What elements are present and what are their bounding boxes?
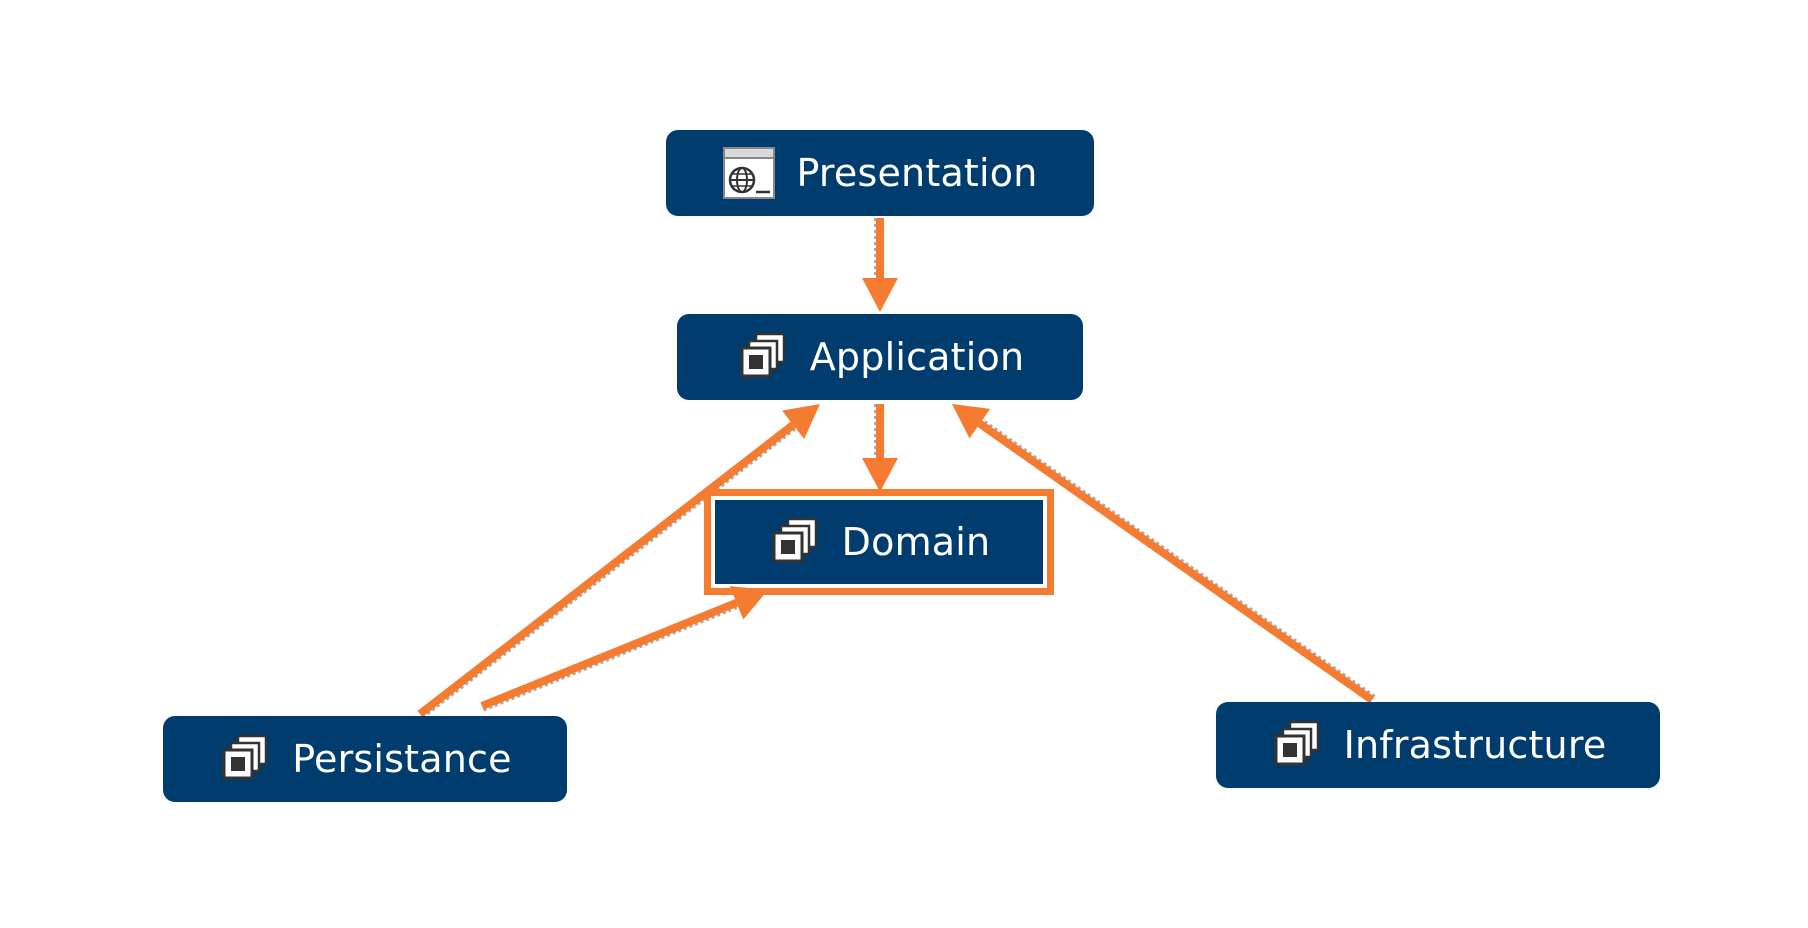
- infrastructure-node[interactable]: Infrastructure: [1216, 702, 1660, 788]
- persistance-label: Persistance: [292, 737, 512, 781]
- application-label: Application: [809, 335, 1025, 379]
- edge-arrowhead: [782, 404, 820, 440]
- edge-shaft: [480, 599, 738, 710]
- layers-icon: [768, 515, 822, 569]
- edge-arrowhead: [729, 586, 768, 620]
- domain-label: Domain: [841, 520, 991, 564]
- edge-persistance-to-domain[interactable]: [480, 586, 768, 712]
- edge-shadow-line: [482, 604, 739, 712]
- edge-presentation-to-application[interactable]: [862, 218, 898, 312]
- layers-icon: [218, 732, 272, 786]
- presentation-label: Presentation: [796, 151, 1038, 195]
- edge-application-to-domain[interactable]: [862, 404, 898, 492]
- persistance-node[interactable]: Persistance: [163, 716, 567, 802]
- edge-arrowhead: [862, 458, 898, 492]
- presentation-node[interactable]: Presentation: [666, 130, 1094, 216]
- infrastructure-label: Infrastructure: [1343, 723, 1607, 767]
- layers-icon: [1270, 718, 1324, 772]
- application-node[interactable]: Application: [677, 314, 1083, 400]
- web-app-icon: [722, 146, 776, 200]
- domain-node[interactable]: Domain: [704, 489, 1054, 595]
- layers-icon: [736, 330, 790, 384]
- edge-arrowhead: [862, 278, 898, 312]
- edge-arrowhead: [952, 404, 991, 439]
